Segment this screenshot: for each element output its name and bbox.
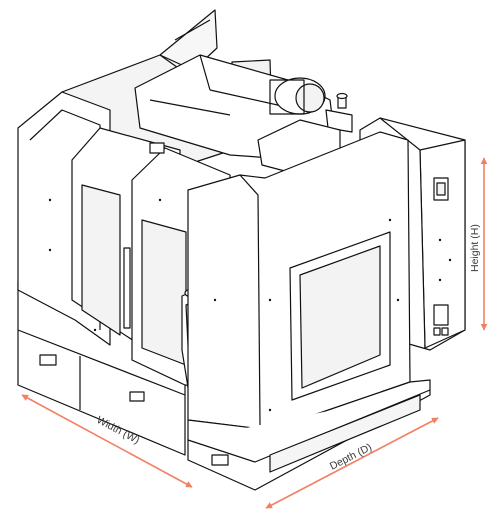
door-handle-left	[123, 247, 131, 329]
left-door-window	[81, 184, 121, 336]
height-label: Height (H)	[469, 224, 481, 272]
right-door-window	[141, 219, 187, 366]
forklift-slot-3	[211, 454, 229, 466]
machine-enclosure-drawing	[17, 9, 466, 491]
depth-arrow-icon	[265, 417, 439, 509]
cabinet-panel-bottom	[433, 304, 449, 326]
front-window	[299, 245, 381, 389]
dimension-arrows	[21, 157, 488, 509]
forklift-slot-2	[129, 391, 145, 402]
forklift-slot-1	[39, 354, 57, 366]
width-arrow-icon	[21, 394, 193, 488]
